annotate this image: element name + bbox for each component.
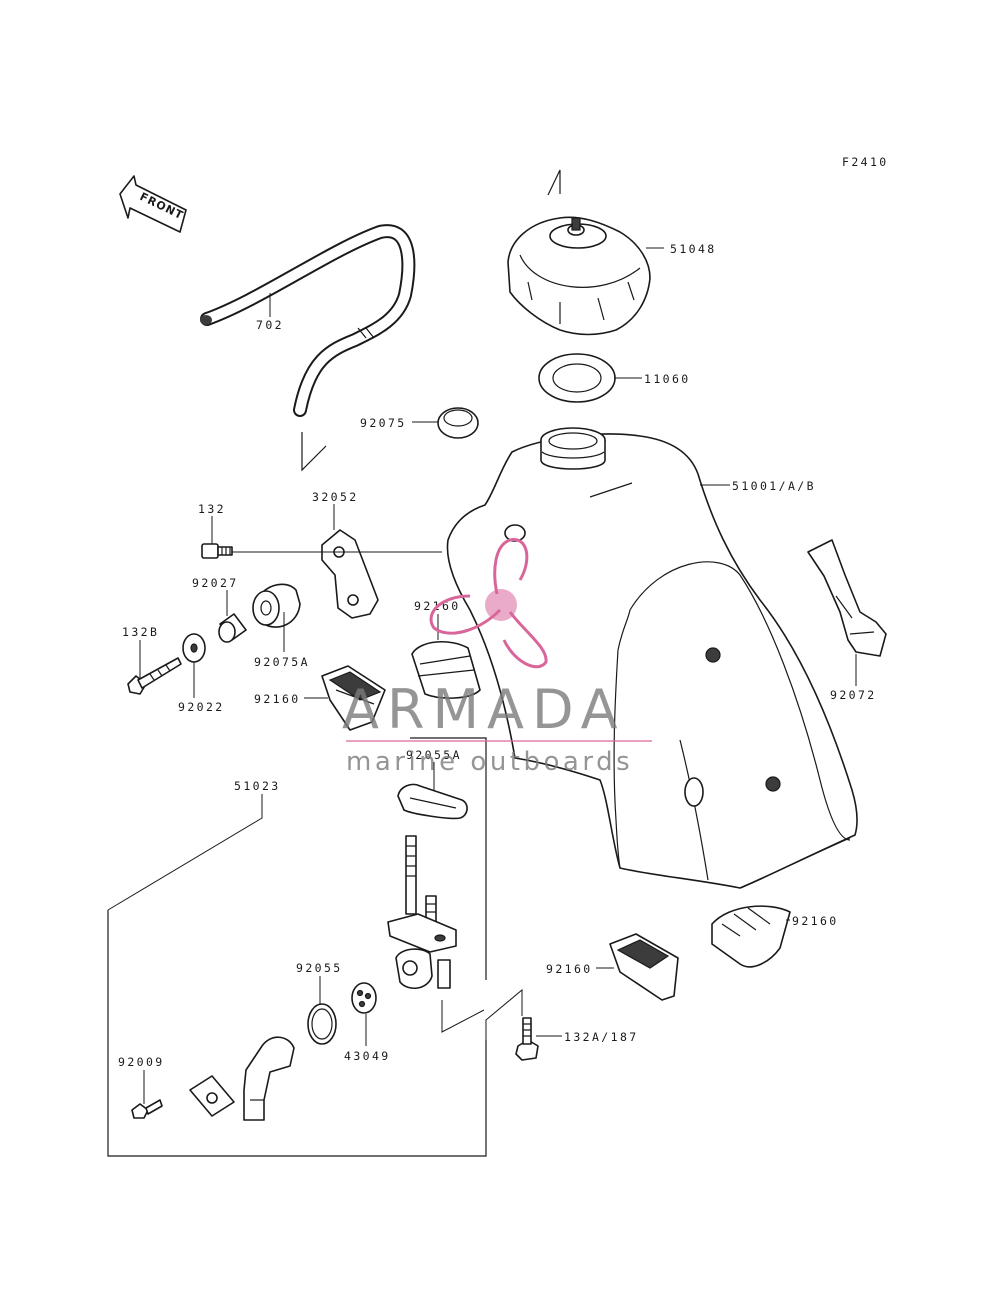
rubber-cap <box>437 407 479 439</box>
propeller-logo-icon <box>429 538 548 669</box>
label-51023: 51023 <box>234 779 281 793</box>
label-92160-right: 92160 <box>792 914 839 928</box>
label-92075: 92075 <box>360 416 407 430</box>
label-132b: 132B <box>122 625 159 639</box>
cap-gasket <box>538 353 616 403</box>
label-92160-left: 92160 <box>254 692 301 706</box>
label-132a-187: 132A/187 <box>564 1030 639 1044</box>
label-43049: 43049 <box>344 1049 391 1063</box>
label-702: 702 <box>256 318 284 332</box>
label-51001: 51001/A/B <box>732 479 816 493</box>
bolt-132 <box>201 543 233 559</box>
fuel-cap <box>507 169 651 336</box>
fuel-tank <box>446 427 858 889</box>
watermark: ARMADA marine outboards <box>342 538 652 777</box>
label-92160-lower: 92160 <box>546 962 593 976</box>
breather-hose <box>200 224 416 472</box>
label-92027: 92027 <box>192 576 239 590</box>
label-32052: 32052 <box>312 490 359 504</box>
label-92072: 92072 <box>830 688 877 702</box>
washer <box>182 633 206 663</box>
pad-upper <box>411 640 481 699</box>
label-92075a: 92075A <box>254 655 310 669</box>
figure-code: F2410 <box>842 155 889 169</box>
collar <box>218 613 247 643</box>
watermark-tagline: marine outboards <box>346 747 633 777</box>
front-arrow-icon: FRONT <box>119 175 187 233</box>
watermark-brand: ARMADA <box>342 678 626 741</box>
pad-right <box>711 905 791 968</box>
mounting-bracket <box>321 529 379 619</box>
fuel-cock-assembly <box>107 737 539 1157</box>
label-92055a: 92055A <box>406 748 462 762</box>
label-132: 132 <box>198 502 226 516</box>
pad-left <box>321 665 386 731</box>
rubber-damper <box>252 583 301 628</box>
retaining-strap <box>807 539 887 657</box>
label-51048: 51048 <box>670 242 717 256</box>
bolt-132b <box>127 657 182 695</box>
label-92022: 92022 <box>178 700 225 714</box>
leader-lines <box>107 247 857 1104</box>
label-11060: 11060 <box>644 372 691 386</box>
pad-lower <box>609 933 679 1001</box>
label-92055: 92055 <box>296 961 343 975</box>
label-92009: 92009 <box>118 1055 165 1069</box>
